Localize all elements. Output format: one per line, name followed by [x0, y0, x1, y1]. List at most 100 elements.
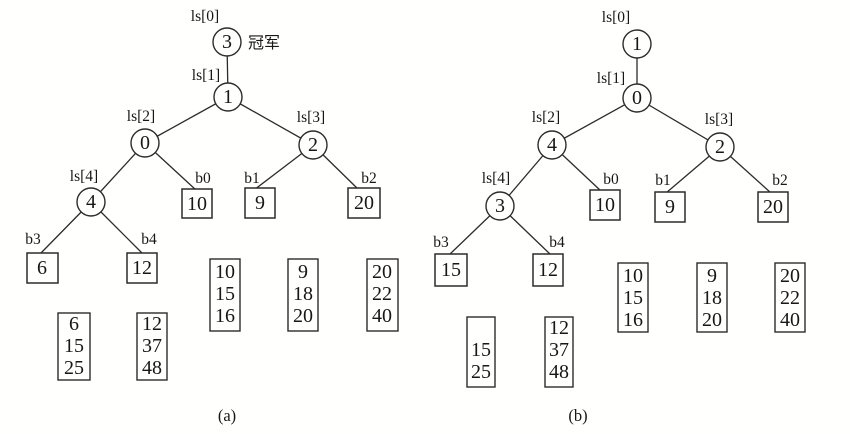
tree-b-leaf-b1-value: 9: [665, 196, 675, 218]
tree-b-node-ls4-value: 3: [495, 195, 505, 217]
tree-b-list-b2-box: [774, 262, 806, 333]
tree-a-node-ls4-circle: [76, 187, 106, 217]
tree-b-node-ls2-label: ls[2]: [532, 109, 560, 126]
caption-a: (a): [218, 406, 236, 425]
tree-a-node-ls4-label: ls[4]: [70, 168, 98, 185]
tree-b-leaf-b2-value: 20: [763, 196, 783, 218]
tree-a-list-b4-box: [136, 312, 168, 381]
tree-a-champion-label: 冠军: [248, 34, 280, 52]
tree-a-leaf-b0-value: 10: [187, 193, 207, 215]
tree-b-node-ls3-circle: [705, 132, 735, 162]
tree-a-list-b3-item: 6: [69, 313, 79, 335]
tree-a-leaf-b1-box: [244, 187, 276, 219]
tree-a-leaf-b2-box: [347, 187, 381, 219]
tree-a-node-ls0-label: ls[0]: [191, 8, 219, 25]
tree-b-list-b2-item: 22: [780, 287, 800, 309]
tree-b-list-b3-item: 25: [471, 361, 491, 383]
tree-b-leaf-b4-box: [532, 253, 564, 287]
tree-a-node-ls3-value: 2: [308, 134, 318, 156]
tree-b-list-b1-item: 20: [702, 309, 722, 331]
tree-b-node-ls0-circle: [622, 29, 652, 59]
tree-b-node-ls3-value: 2: [715, 136, 725, 158]
tree-a-node-ls3-circle: [298, 130, 328, 160]
tree-a-list-b2-item: 22: [372, 283, 392, 305]
tree-a-list-b4-item: 37: [142, 335, 162, 357]
tree-a: 3 1 0 2 4 ls[0] ls[1] ls[2] ls[3] ls[4] …: [25, 8, 399, 425]
tree-b-leaf-b3-value: 15: [441, 259, 461, 281]
tree-a-leaf-b0-label: b0: [195, 170, 211, 187]
tree-b-leaf-b0-label: b0: [603, 171, 619, 188]
tree-b-leaf-b4-label: b4: [549, 234, 565, 251]
tree-b-leaf-b4-value: 12: [538, 259, 558, 281]
tree-a-node-ls4-value: 4: [86, 191, 96, 213]
tree-a-edge-ls1-ls2: [144, 96, 229, 144]
tree-b-leaf-b3-label: b3: [433, 234, 449, 251]
tree-a-leaf-b3-value: 6: [37, 257, 47, 279]
tree-a-edge-ls1-ls3: [227, 96, 314, 146]
tree-b-leaf-b0-box: [589, 189, 621, 221]
tree-b-list-b1-item: 18: [702, 287, 722, 309]
tree-b-list-b1-box: [696, 262, 728, 333]
tree-a-list-b3-item: 15: [64, 335, 84, 357]
tree-b-edge-ls1-ls3: [636, 97, 721, 148]
tree-a-list-b1-item: 18: [293, 283, 313, 305]
tree-a-leaf-b4-box: [126, 252, 158, 284]
tree-b-node-ls4-label: ls[4]: [482, 170, 510, 187]
tree-a-node-ls0-value: 3: [222, 31, 232, 53]
tree-b-list-b3-box: [466, 316, 496, 388]
tree-b-list-b4-box: [544, 316, 574, 388]
tree-a-list-b2-box: [366, 258, 399, 332]
tree-b: 1 0 4 2 3 ls[0] ls[1] ls[2] ls[3] ls[4] …: [433, 9, 806, 425]
tree-a-list-b0-item: 16: [215, 305, 235, 327]
tree-a-list-b0-item: 10: [215, 261, 235, 283]
tree-a-node-ls0-circle: [212, 27, 242, 57]
tree-b-leaf-b2-label: b2: [772, 172, 788, 189]
tree-a-list-b4-item: 48: [142, 357, 162, 379]
tree-a-leaf-b3-box: [26, 252, 59, 284]
tree-b-leaf-b1-box: [654, 191, 686, 223]
tree-a-node-ls3-label: ls[3]: [297, 109, 325, 126]
tree-b-node-ls2-value: 4: [547, 134, 557, 156]
tree-a-list-b2-item: 40: [372, 305, 392, 327]
tree-a-leaf-b2-value: 20: [354, 192, 374, 214]
tree-a-list-b1-item: 20: [293, 305, 313, 327]
tree-b-list-b2-item: 20: [780, 265, 800, 287]
caption-b: (b): [568, 406, 587, 425]
tree-b-node-ls4-circle: [485, 191, 515, 221]
tree-a-node-ls2-value: 0: [140, 132, 150, 154]
tree-a-leaf-b4-value: 12: [132, 257, 152, 279]
tree-b-node-ls2-circle: [537, 130, 567, 160]
tree-b-edge-ls1-ls2: [551, 97, 638, 146]
tree-b-leaf-b3-box: [434, 253, 468, 287]
tree-b-list-b1-item: 9: [707, 265, 717, 287]
tree-b-list-b4-item: 12: [549, 317, 569, 339]
tree-b-list-b4-item: 37: [549, 339, 569, 361]
tree-b-node-ls0-value: 1: [632, 33, 642, 55]
tree-a-list-b4-item: 12: [142, 313, 162, 335]
tree-a-list-b2-item: 20: [372, 261, 392, 283]
tree-a-list-b1-box: [287, 258, 319, 332]
tree-a-leaf-b1-label: b1: [244, 170, 260, 187]
tree-a-list-b0-item: 15: [215, 283, 235, 305]
tree-b-node-ls3-label: ls[3]: [705, 111, 733, 128]
tree-b-list-b2-item: 40: [780, 309, 800, 331]
tree-b-list-b0-item: 10: [623, 265, 643, 287]
tree-a-leaf-b0-box: [181, 188, 213, 219]
tree-b-list-b4-item: 48: [549, 361, 569, 383]
tree-b-leaf-b1-label: b1: [655, 172, 671, 189]
tree-a-leaf-b2-label: b2: [361, 170, 377, 187]
tree-b-list-b0-item: 15: [623, 287, 643, 309]
tree-b-node-ls1-value: 0: [632, 87, 642, 109]
tree-a-leaf-b4-label: b4: [141, 231, 157, 248]
tree-a-list-b0-box: [209, 258, 241, 332]
tree-b-node-ls1-circle: [622, 83, 652, 113]
tree-a-list-b1-item: 9: [298, 261, 308, 283]
tree-a-node-ls1-value: 1: [223, 86, 233, 108]
tree-a-node-ls2-label: ls[2]: [127, 108, 155, 125]
tree-a-list-b3-item: 25: [64, 357, 84, 379]
tree-a-node-ls1-circle: [213, 82, 243, 112]
tree-a-leaf-b1-value: 9: [255, 192, 265, 214]
tree-a-node-ls1-label: ls[1]: [192, 67, 220, 84]
